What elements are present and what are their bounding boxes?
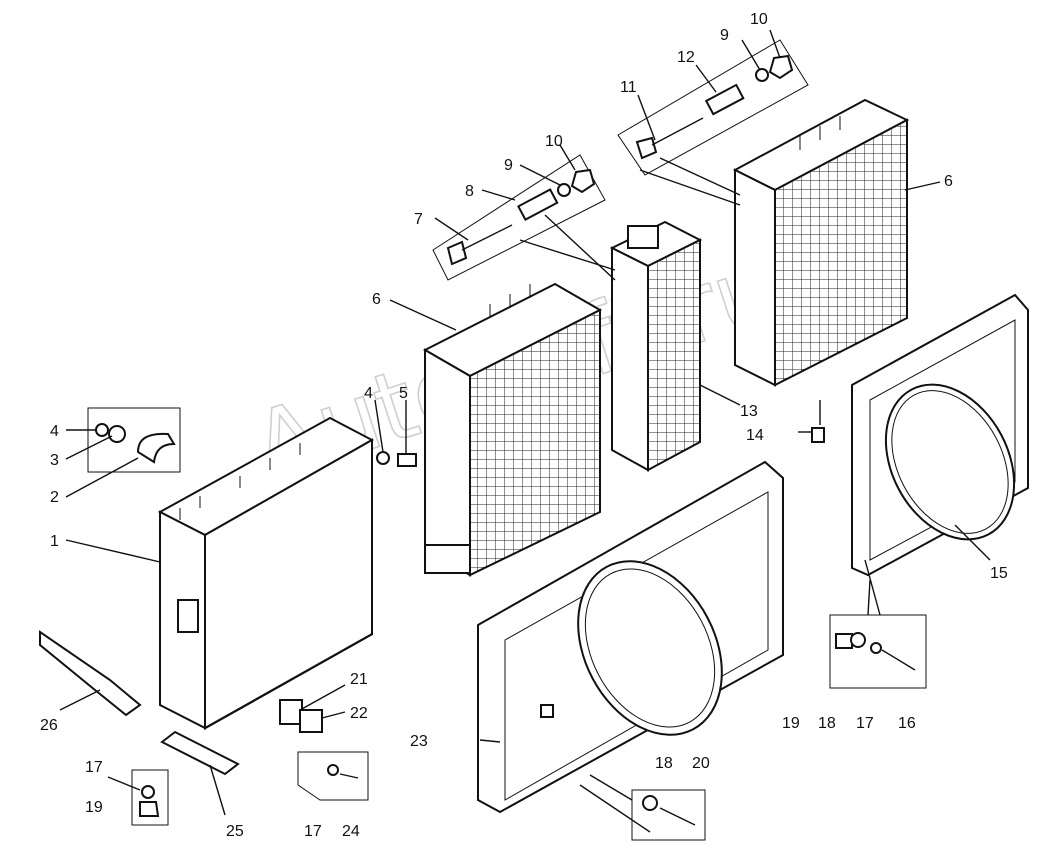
callout-17: 17 <box>856 715 874 732</box>
small-parts <box>39 427 927 841</box>
callout-18: 18 <box>818 715 836 732</box>
radiator-6-right <box>732 98 910 387</box>
callout-18: 18 <box>655 755 673 772</box>
callout-10: 10 <box>545 133 563 150</box>
callout-6: 6 <box>372 291 381 308</box>
callout-19: 19 <box>782 715 800 732</box>
callout-3: 3 <box>50 452 59 469</box>
shroud-23 <box>477 460 784 814</box>
callout-20: 20 <box>692 755 710 772</box>
callout-10: 10 <box>750 11 768 28</box>
callout-12: 12 <box>677 49 695 66</box>
callout-5: 5 <box>399 385 408 402</box>
callout-17: 17 <box>85 759 103 776</box>
oil-cooler-13 <box>609 220 703 472</box>
callout-15: 15 <box>990 565 1008 582</box>
callout-11: 11 <box>620 79 637 96</box>
callout-9: 9 <box>720 27 729 44</box>
callout-21: 21 <box>350 671 368 688</box>
callout-26: 26 <box>40 717 58 734</box>
callout-labels: 1 2 3 4 4 5 6 6 7 8 9 9 10 10 11 12 13 1… <box>40 11 1008 840</box>
callout-9: 9 <box>504 157 513 174</box>
radiator-1-top-pins <box>179 443 301 520</box>
callout-24: 24 <box>342 823 360 840</box>
callout-23: 23 <box>410 733 428 750</box>
callout-25: 25 <box>226 823 244 840</box>
bolt-set-7-10 <box>432 154 606 281</box>
shroud-15 <box>851 293 1029 577</box>
radiator-6-middle <box>422 282 603 577</box>
callout-7: 7 <box>414 211 423 228</box>
callout-19: 19 <box>85 799 103 816</box>
leader-lines <box>59 29 991 833</box>
hose-set-2-4 <box>87 407 181 473</box>
callout-17: 17 <box>304 823 322 840</box>
callout-8: 8 <box>465 183 474 200</box>
bolt-set-11-12 <box>617 39 809 176</box>
radiator-1 <box>157 416 375 731</box>
callout-4: 4 <box>50 423 59 440</box>
callout-13: 13 <box>740 403 758 420</box>
callout-22: 22 <box>350 705 368 722</box>
callout-1: 1 <box>50 533 59 550</box>
callout-4: 4 <box>364 385 373 402</box>
callout-14: 14 <box>746 427 764 444</box>
callout-2: 2 <box>50 489 59 506</box>
callout-6: 6 <box>944 173 953 190</box>
callout-16: 16 <box>898 715 916 732</box>
